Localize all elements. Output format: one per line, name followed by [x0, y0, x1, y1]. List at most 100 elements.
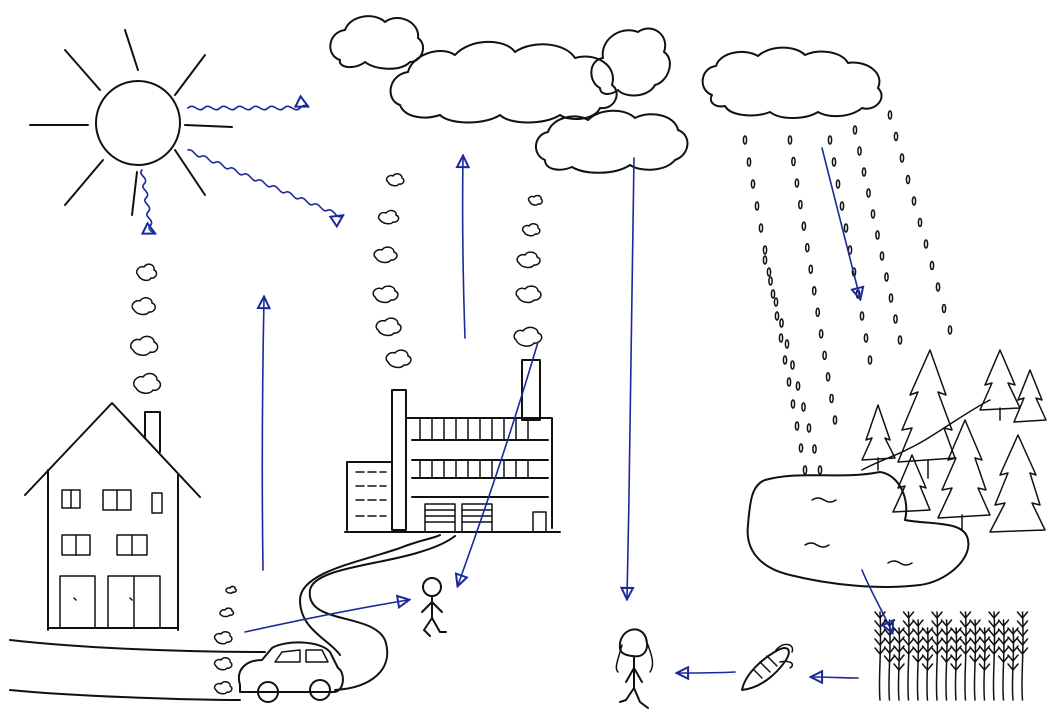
- rain-drop: [898, 336, 901, 344]
- corn-icon: [742, 644, 793, 690]
- rain-drop: [880, 252, 883, 260]
- crop-stalk: [989, 612, 999, 700]
- rain-drop: [769, 277, 772, 285]
- factory-exhaust-arrow: [458, 342, 538, 585]
- rain-drop: [832, 158, 835, 166]
- crop-stalk: [932, 612, 942, 700]
- rain-drop: [830, 394, 833, 402]
- rain-drop: [853, 126, 856, 134]
- rain-drop: [833, 416, 836, 424]
- rain-drop: [844, 224, 847, 232]
- rain-drop: [759, 224, 762, 232]
- crop-to-corn-arrow: [812, 677, 858, 678]
- rain-drop: [868, 356, 871, 364]
- rain-drop: [867, 189, 870, 197]
- rain-drop: [894, 315, 897, 323]
- tree-icon: [862, 405, 895, 470]
- rain-drop: [942, 305, 945, 313]
- rain-drop: [795, 422, 798, 430]
- tree-icon: [1014, 370, 1046, 422]
- cloud-deposit-arrow: [627, 158, 634, 598]
- rain-drop: [767, 268, 770, 276]
- crop-stalk: [923, 628, 933, 700]
- rain-drop: [775, 312, 778, 320]
- car-exhaust-arrow: [245, 600, 408, 632]
- rain-drop: [792, 158, 795, 166]
- rain-drop: [763, 246, 766, 254]
- sun-icon: [30, 30, 232, 215]
- rain-drop: [803, 466, 806, 474]
- rain-drop: [788, 136, 791, 144]
- rain-drop: [799, 444, 802, 452]
- crop-stalk: [961, 612, 971, 700]
- crop-stalk: [1018, 612, 1028, 700]
- rain-drop: [747, 158, 750, 166]
- smoke-puff-icon: [131, 264, 161, 393]
- cloud-icon: [536, 111, 688, 173]
- rain-drop: [828, 136, 831, 144]
- house-icon: [25, 403, 200, 630]
- crop-stalk: [904, 612, 914, 700]
- emission-rise-arrow: [463, 157, 465, 338]
- corn-to-person-arrow: [678, 672, 735, 673]
- rain-drop: [826, 373, 829, 381]
- rain-drop: [906, 176, 909, 184]
- rain-drop: [791, 361, 794, 369]
- cloud-icon: [391, 42, 617, 123]
- rain-icon: [743, 111, 951, 474]
- crop-stalk: [980, 628, 990, 700]
- rain-drop: [802, 222, 805, 230]
- smoke-puff-icon: [373, 174, 542, 368]
- rain-drop: [912, 197, 915, 205]
- rain-drop: [807, 424, 810, 432]
- lake-icon: [748, 472, 969, 587]
- crop-stalk: [913, 620, 923, 700]
- rain-drop: [802, 403, 805, 411]
- rain-drop: [813, 445, 816, 453]
- rain-drop: [858, 147, 861, 155]
- rain-drop: [791, 400, 794, 408]
- rain-drop: [918, 219, 921, 227]
- rain-drop: [876, 231, 879, 239]
- crop-field-icon: [875, 612, 1028, 700]
- rain-drop: [948, 326, 951, 334]
- rain-drop: [799, 201, 802, 209]
- person-icon: [616, 629, 652, 708]
- crop-stalk: [1008, 628, 1018, 700]
- rain-drop: [755, 202, 758, 210]
- rain-drop: [871, 210, 874, 218]
- rain-drop: [936, 283, 939, 291]
- rain-drop: [743, 136, 746, 144]
- rain-drop: [864, 334, 867, 342]
- crop-stalk: [970, 620, 980, 700]
- rain-drop: [836, 180, 839, 188]
- rain-drop: [809, 265, 812, 273]
- rain-drop: [816, 308, 819, 316]
- crop-stalk: [894, 628, 904, 700]
- cloud-icon: [703, 48, 882, 118]
- tree-icon: [990, 435, 1045, 532]
- rain-drop: [894, 133, 897, 141]
- rain-drop: [889, 294, 892, 302]
- rain-drop: [806, 244, 809, 252]
- rain-drop: [885, 273, 888, 281]
- rain-drop: [888, 111, 891, 119]
- rain-drop: [751, 180, 754, 188]
- smoke-puff-icon: [215, 586, 237, 693]
- rain-drop: [900, 154, 903, 162]
- tree-icon: [898, 350, 955, 478]
- person-icon: [422, 578, 446, 636]
- rain-drop: [795, 179, 798, 187]
- rain-drop: [779, 334, 782, 342]
- rain-drop: [930, 262, 933, 270]
- sunlight-arrow: [188, 105, 307, 109]
- rain-drop: [813, 287, 816, 295]
- rain-drop: [860, 312, 863, 320]
- sunlight-arrow: [188, 150, 342, 217]
- factory-icon: [345, 360, 560, 532]
- rain-drop: [774, 298, 777, 306]
- rain-fall-arrow: [822, 148, 860, 298]
- rain-drop: [783, 356, 786, 364]
- rain-drop: [840, 202, 843, 210]
